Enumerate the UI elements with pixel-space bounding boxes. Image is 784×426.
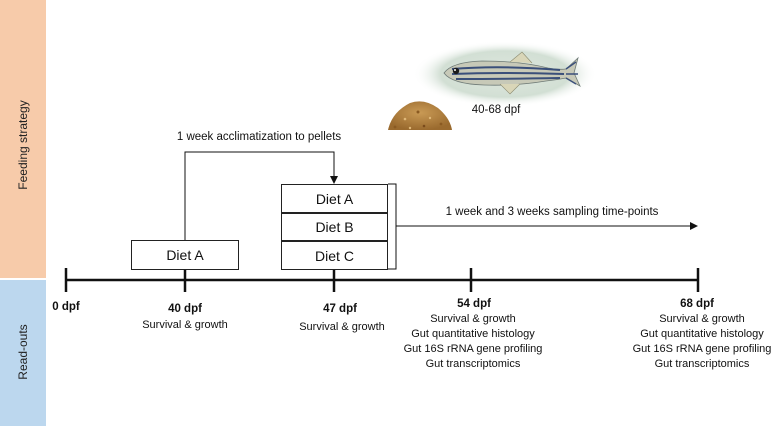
readout-item: Survival & growth	[299, 321, 385, 333]
readouts-68-dpf: Survival & growth Gut quantitative histo…	[633, 312, 772, 372]
readout-item: Gut transcriptomics	[654, 358, 750, 370]
readout-item: Gut 16S rRNA gene profiling	[632, 343, 772, 355]
diet-group-box-b: Diet B	[281, 213, 388, 241]
readouts-40-dpf: Survival & growth	[142, 318, 228, 333]
fish-caption: 40-68 dpf	[471, 104, 521, 116]
acclimatization-label: 1 week acclimatization to pellets	[176, 131, 342, 143]
feeding-strategy-band: Feeding strategy	[0, 0, 46, 278]
readouts-47-dpf: Survival & growth	[299, 320, 385, 335]
day-label-40: 40 dpf	[168, 303, 202, 315]
day-label-47: 47 dpf	[323, 303, 357, 315]
readout-item: Gut transcriptomics	[425, 358, 521, 370]
diet-a-initial-box: Diet A	[131, 240, 239, 270]
readout-item: Gut quantitative histology	[411, 328, 535, 340]
readout-item: Survival & growth	[659, 313, 745, 325]
read-outs-band: Read-outs	[0, 280, 46, 426]
readout-item: Gut 16S rRNA gene profiling	[403, 343, 543, 355]
diet-group-box-c: Diet C	[281, 241, 388, 270]
zebrafish-icon	[413, 41, 597, 107]
readout-item: Gut quantitative histology	[640, 328, 764, 340]
diet-group-box-a: Diet A	[281, 184, 388, 213]
readout-item: Survival & growth	[142, 319, 228, 331]
day-label-54: 54 dpf	[457, 298, 491, 310]
sampling-label: 1 week and 3 weeks sampling time-points	[445, 206, 659, 218]
readouts-54-dpf: Survival & growth Gut quantitative histo…	[404, 312, 543, 372]
readout-item: Survival & growth	[430, 313, 516, 325]
feed-pellet-pile-icon	[388, 101, 452, 130]
acclimatization-connector	[184, 151, 338, 240]
day-label-68: 68 dpf	[680, 298, 714, 310]
day-label-0: 0 dpf	[52, 301, 80, 313]
diet-group-bracket	[388, 183, 397, 270]
